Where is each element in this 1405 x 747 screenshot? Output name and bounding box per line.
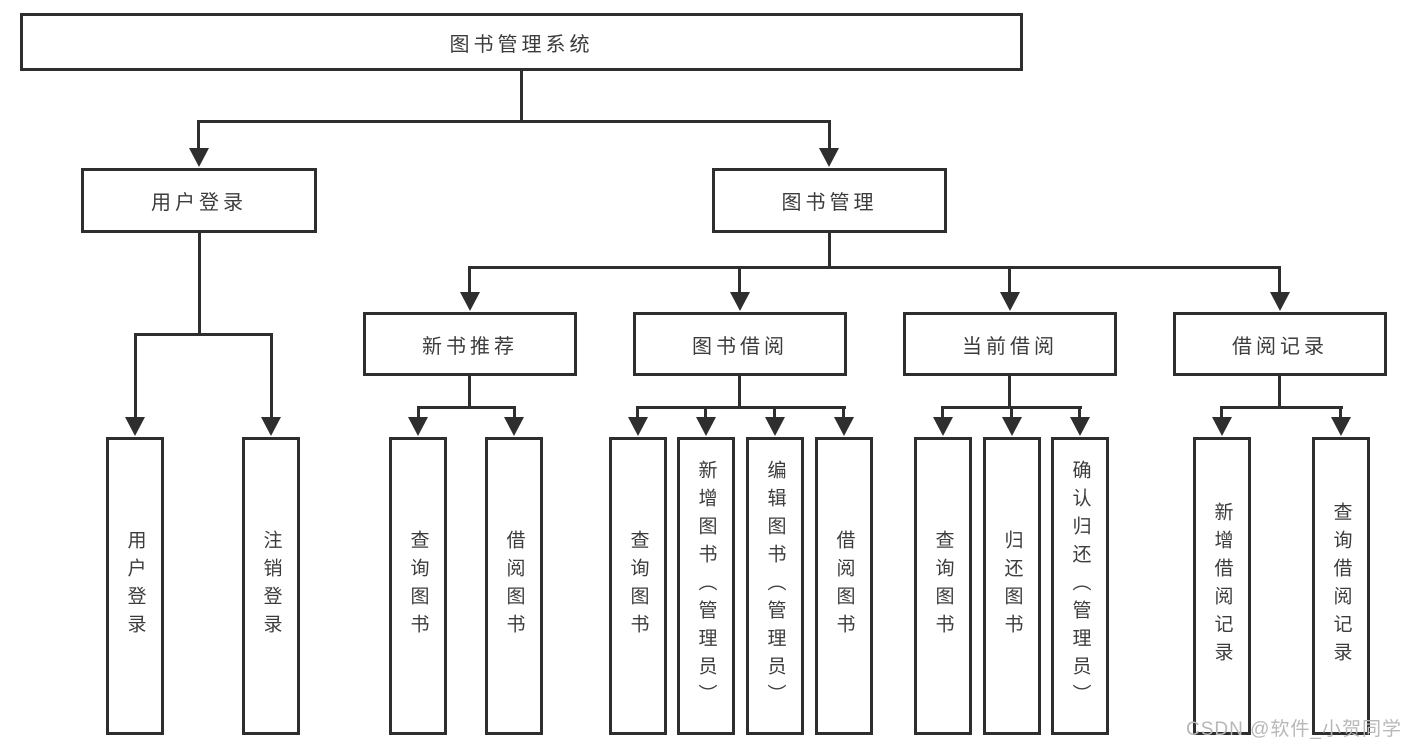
connector-line (773, 406, 776, 419)
leaf-borrow-borrow-books-label: 借阅图书 (833, 530, 855, 642)
connector-line (134, 333, 137, 417)
connector-line (197, 120, 831, 123)
connector-line (1339, 406, 1342, 419)
node-borrow-record: 借阅记录 (1173, 312, 1387, 376)
arrowhead-down-icon (1070, 417, 1090, 436)
leaf-current-confirm-return-admin-label: 确认归还（管理员） (1069, 460, 1091, 712)
leaf-newbook-query-books: 查询图书 (389, 437, 447, 735)
leaf-borrow-add-books-admin: 新增图书（管理员） (677, 437, 735, 735)
connector-line (1278, 376, 1281, 408)
arrowhead-down-icon (125, 417, 145, 436)
node-current-borrow-label: 当前借阅 (962, 335, 1058, 358)
connector-line (1078, 406, 1081, 419)
connector-line (941, 406, 944, 419)
node-user-login-label: 用户登录 (151, 192, 247, 214)
leaf-user-login: 用户登录 (106, 437, 164, 735)
connector-line (828, 233, 831, 269)
leaf-current-confirm-return-admin: 确认归还（管理员） (1051, 437, 1109, 735)
node-current-borrow: 当前借阅 (903, 312, 1117, 376)
connector-line (468, 266, 1281, 269)
arrowhead-down-icon (504, 417, 524, 436)
arrowhead-down-icon (460, 292, 480, 311)
connector-line (520, 71, 523, 123)
arrowhead-down-icon (933, 417, 953, 436)
leaf-logout: 注销登录 (242, 437, 300, 735)
connector-line (738, 376, 741, 408)
arrowhead-down-icon (765, 417, 785, 436)
connector-line (636, 406, 846, 409)
node-book-management-label: 图书管理 (781, 192, 878, 214)
leaf-borrow-borrow-books: 借阅图书 (815, 437, 873, 735)
leaf-current-query-books: 查询图书 (914, 437, 972, 735)
node-user-login: 用户登录 (81, 168, 317, 233)
connector-line (1010, 406, 1013, 419)
arrowhead-down-icon (1002, 417, 1022, 436)
arrowhead-down-icon (696, 417, 716, 436)
arrowhead-down-icon (1212, 417, 1232, 436)
arrowhead-down-icon (261, 417, 281, 436)
arrowhead-down-icon (189, 148, 209, 167)
leaf-user-login-label: 用户登录 (124, 530, 146, 642)
connector-line (1278, 266, 1281, 294)
connector-line (1220, 406, 1343, 409)
arrowhead-down-icon (1270, 292, 1290, 311)
connector-line (828, 120, 831, 150)
connector-line (417, 406, 516, 409)
arrowhead-down-icon (834, 417, 854, 436)
node-new-book-recommend-label: 新书推荐 (422, 335, 518, 358)
leaf-borrow-add-books-admin-label: 新增图书（管理员） (695, 460, 717, 712)
leaf-borrow-query-books-label: 查询图书 (627, 530, 649, 642)
leaf-newbook-borrow-books: 借阅图书 (485, 437, 543, 735)
connector-line (270, 333, 273, 417)
connector-line (198, 233, 201, 336)
connector-line (513, 406, 516, 419)
connector-line (738, 266, 741, 294)
connector-line (1220, 406, 1223, 419)
leaf-current-return-books-label: 归还图书 (1001, 530, 1023, 642)
connector-line (1008, 266, 1011, 294)
connector-line (704, 406, 707, 419)
leaf-newbook-query-books-label: 查询图书 (407, 530, 429, 642)
node-borrow-record-label: 借阅记录 (1232, 335, 1328, 358)
arrowhead-down-icon (1000, 292, 1020, 311)
connector-line (468, 376, 471, 408)
connector-line (468, 266, 471, 294)
leaf-record-query-borrow-record-label: 查询借阅记录 (1330, 502, 1352, 670)
leaf-borrow-query-books: 查询图书 (609, 437, 667, 735)
leaf-current-query-books-label: 查询图书 (932, 530, 954, 642)
node-book-borrow-label: 图书借阅 (692, 335, 788, 358)
node-book-management: 图书管理 (712, 168, 947, 233)
arrowhead-down-icon (1331, 417, 1351, 436)
arrowhead-down-icon (408, 417, 428, 436)
leaf-borrow-edit-books-admin: 编辑图书（管理员） (746, 437, 804, 735)
leaf-current-return-books: 归还图书 (983, 437, 1041, 735)
leaf-record-add-borrow-record: 新增借阅记录 (1193, 437, 1251, 735)
node-new-book-recommend: 新书推荐 (363, 312, 577, 376)
arrowhead-down-icon (819, 148, 839, 167)
connector-line (197, 120, 200, 150)
node-root-label: 图书管理系统 (449, 33, 594, 56)
connector-line (842, 406, 845, 419)
node-root: 图书管理系统 (20, 13, 1023, 71)
connector-line (1008, 376, 1011, 408)
leaf-borrow-edit-books-admin-label: 编辑图书（管理员） (764, 460, 786, 712)
leaf-logout-label: 注销登录 (260, 530, 282, 642)
leaf-record-add-borrow-record-label: 新增借阅记录 (1211, 502, 1233, 670)
watermark: CSDN @软件_小贺同学 (1186, 719, 1402, 740)
leaf-record-query-borrow-record: 查询借阅记录 (1312, 437, 1370, 735)
node-book-borrow: 图书借阅 (633, 312, 847, 376)
connector-line (417, 406, 420, 419)
connector-line (636, 406, 639, 419)
leaf-newbook-borrow-books-label: 借阅图书 (503, 530, 525, 642)
connector-line (134, 333, 273, 336)
arrowhead-down-icon (730, 292, 750, 311)
arrowhead-down-icon (628, 417, 648, 436)
